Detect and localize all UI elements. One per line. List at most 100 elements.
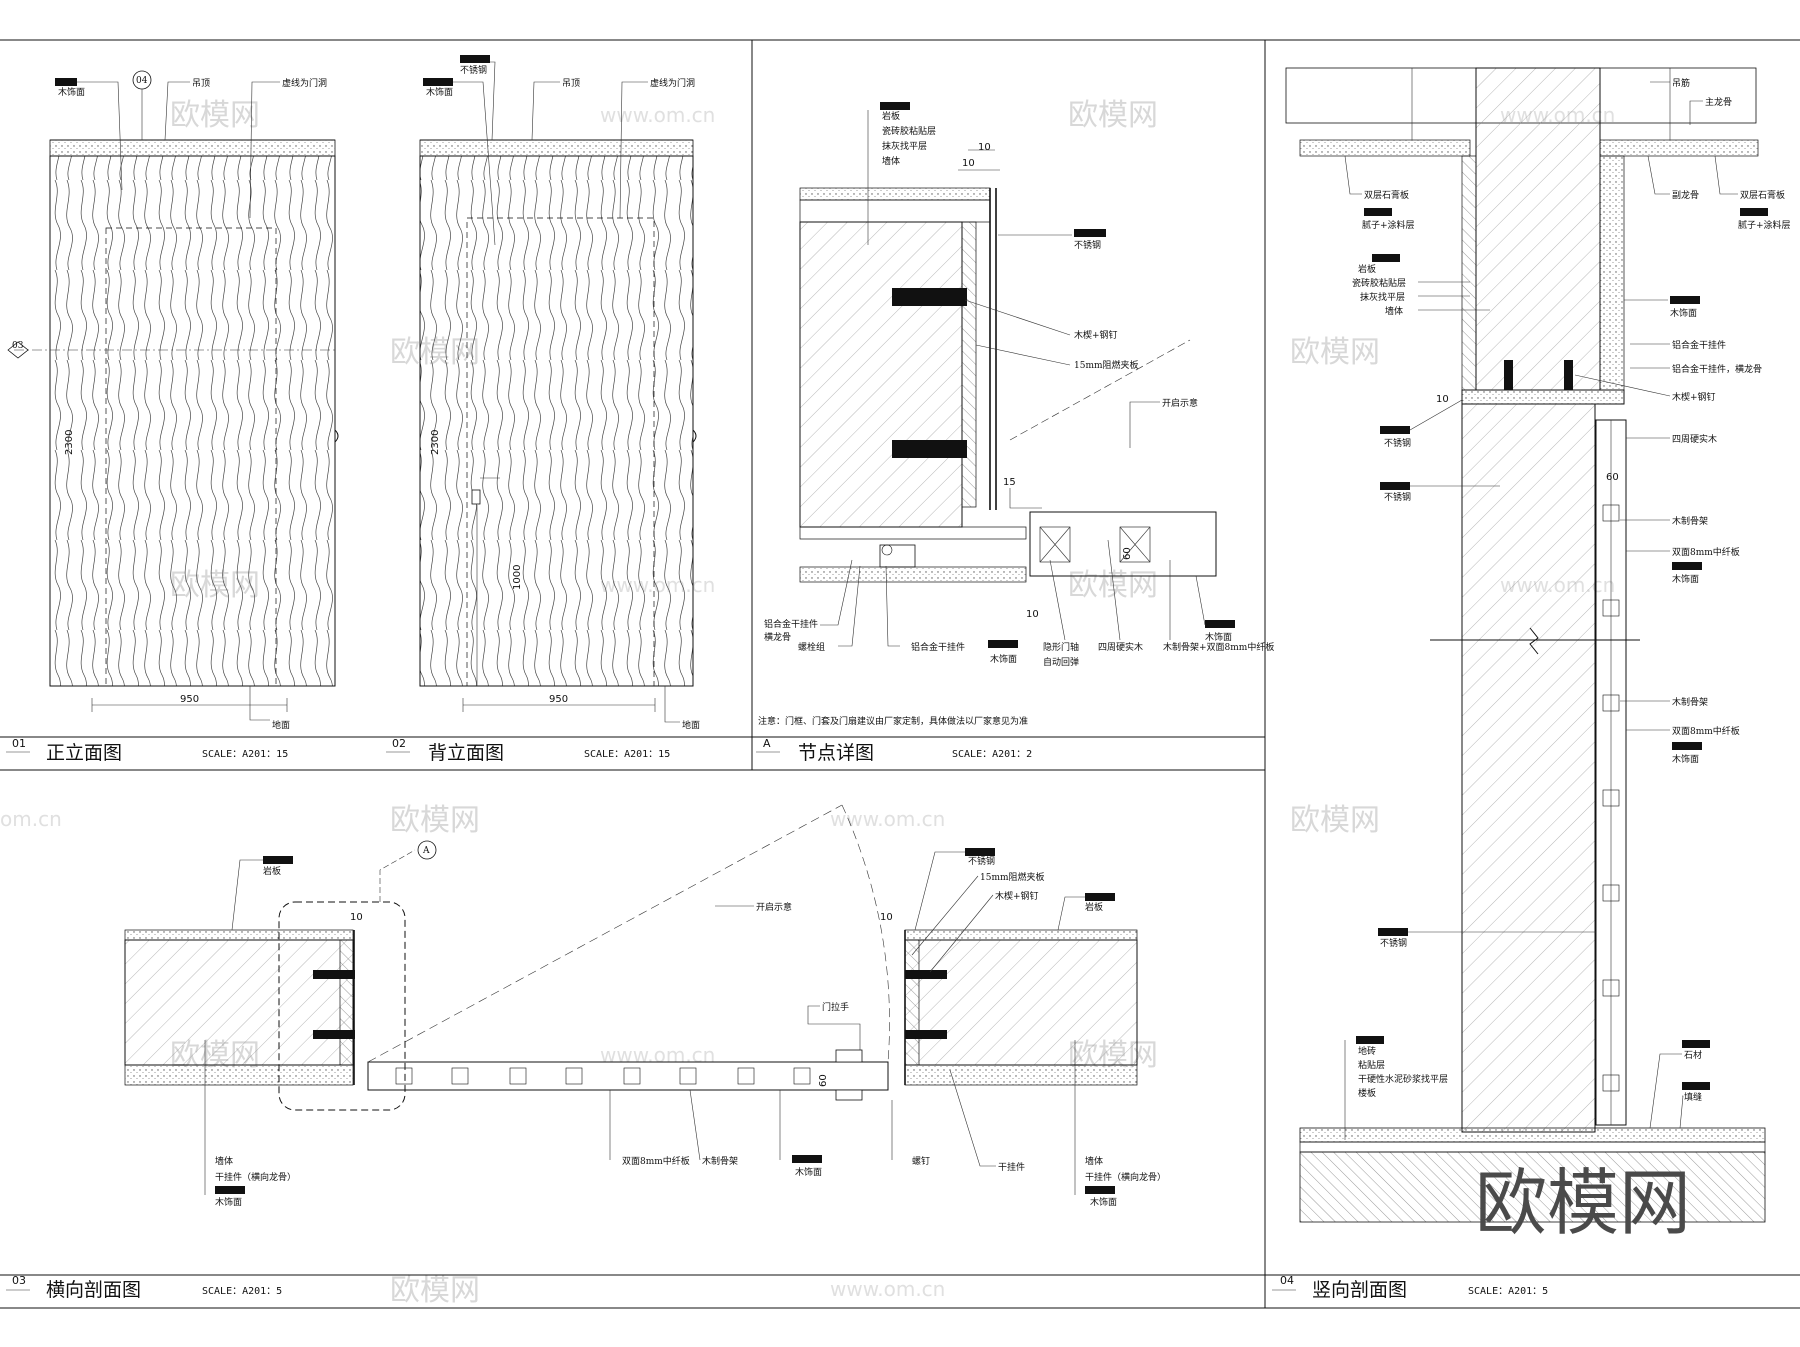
- svg-text:双层石膏板: 双层石膏板: [1740, 189, 1785, 201]
- svg-text:楼板: 楼板: [1358, 1087, 1376, 1099]
- label-wood-veneer: 木饰面: [426, 86, 453, 98]
- watermark-text: 欧模网: [1290, 335, 1380, 370]
- panel-title: 背立面图: [428, 742, 504, 764]
- label-ceiling: 吊顶: [562, 78, 580, 89]
- door-leaf: [367, 1061, 889, 1091]
- svg-text:双层石膏板: 双层石膏板: [1364, 189, 1409, 201]
- svg-text:横龙骨: 横龙骨: [764, 631, 791, 643]
- svg-text:瓷砖胶粘贴层: 瓷砖胶粘贴层: [882, 125, 936, 137]
- label-floor: 地面: [682, 719, 700, 731]
- label-stainless-steel: 不锈钢: [460, 64, 487, 76]
- svg-text:10: 10: [962, 158, 975, 169]
- svg-text:干挂件（横向龙骨）: 干挂件（横向龙骨）: [1085, 1171, 1166, 1183]
- svg-text:四周硬实木: 四周硬实木: [1672, 433, 1717, 445]
- svg-text:木楔+钢钉: 木楔+钢钉: [995, 890, 1039, 902]
- svg-text:副龙骨: 副龙骨: [1672, 189, 1699, 201]
- svg-text:墙体: 墙体: [882, 155, 900, 167]
- svg-text:木饰面: 木饰面: [1672, 573, 1699, 585]
- svg-text:岩板: 岩板: [1358, 263, 1376, 275]
- svg-text:岩板: 岩板: [1085, 901, 1103, 913]
- label-ceiling: 吊顶: [192, 78, 210, 89]
- svg-text:10: 10: [978, 142, 991, 153]
- watermark-url: www.om.cn: [600, 103, 715, 127]
- panel-node-detail: 10 10 15 10 60 岩板 瓷砖胶粘贴层 抹灰找平层 墙体 不锈钢 木楔…: [756, 102, 1274, 764]
- svg-text:墙体: 墙体: [1085, 1155, 1103, 1167]
- svg-text:铝合金干挂件: 铝合金干挂件: [911, 641, 965, 653]
- svg-text:瓷砖胶粘贴层: 瓷砖胶粘贴层: [1352, 277, 1406, 289]
- svg-text:木饰面: 木饰面: [990, 653, 1017, 665]
- svg-text:腻子+涂料层: 腻子+涂料层: [1738, 219, 1791, 231]
- svg-text:木制骨架: 木制骨架: [1672, 515, 1708, 527]
- svg-text:门拉手: 门拉手: [822, 1001, 849, 1013]
- wood-panel: [419, 155, 694, 687]
- svg-text:抹灰找平层: 抹灰找平层: [1360, 291, 1405, 303]
- dim-width: 950: [180, 694, 199, 705]
- ceiling-layer: [419, 139, 694, 157]
- panel-front-elevation: 950 2300 木饰面 吊顶 虚线为门洞 04 03 地面 01 正立面图 S…: [6, 70, 339, 764]
- svg-text:填缝: 填缝: [1684, 1091, 1702, 1103]
- svg-text:木制骨架+双面8mm中纤板: 木制骨架+双面8mm中纤板: [1163, 641, 1274, 653]
- svg-text:60: 60: [1606, 472, 1619, 483]
- floor-slab: [1299, 1151, 1766, 1223]
- label-dashed-opening: 虚线为门洞: [282, 77, 327, 89]
- panel-title: 横向剖面图: [46, 1279, 141, 1301]
- detail-note: 注意：门框、门套及门扇建议由厂家定制，具体做法以厂家意见为准: [758, 715, 1028, 727]
- wall-section: [799, 221, 963, 528]
- svg-text:铝合金干挂件，横龙骨: 铝合金干挂件，横龙骨: [1672, 363, 1762, 375]
- panel-title: 正立面图: [46, 742, 122, 764]
- svg-text:双面8mm中纤板: 双面8mm中纤板: [1672, 725, 1740, 737]
- svg-text:03: 03: [12, 341, 24, 351]
- panel-horizontal-section: A 10 10 60 岩板 开启示意 不锈钢 15mm阻燃夹板 木楔+钢钉 岩板…: [6, 804, 1166, 1301]
- svg-text:10: 10: [880, 912, 893, 923]
- svg-text:不锈钢: 不锈钢: [1384, 437, 1411, 449]
- svg-text:木制骨架: 木制骨架: [1672, 696, 1708, 708]
- svg-text:地砖: 地砖: [1358, 1045, 1376, 1057]
- svg-text:不锈钢: 不锈钢: [1074, 239, 1101, 251]
- detail-ref-region: [278, 901, 406, 1111]
- svg-text:15mm阻燃夹板: 15mm阻燃夹板: [980, 871, 1045, 883]
- svg-text:腻子+涂料层: 腻子+涂料层: [1362, 219, 1415, 231]
- sheet-frame: [0, 39, 1800, 1309]
- panel-scale: SCALE：A201：5: [202, 1286, 282, 1297]
- panel-number: 01: [12, 737, 26, 750]
- door-leaf: [1029, 511, 1217, 577]
- svg-text:木楔+钢钉: 木楔+钢钉: [1672, 391, 1716, 403]
- label-floor: 地面: [272, 719, 290, 731]
- svg-text:木饰面: 木饰面: [1672, 753, 1699, 765]
- wall-lower: [1461, 403, 1596, 1133]
- door-opening-outline: [105, 227, 277, 687]
- svg-text:岩板: 岩板: [882, 110, 900, 122]
- svg-text:60: 60: [1122, 547, 1133, 560]
- svg-text:木饰面: 木饰面: [215, 1196, 242, 1208]
- watermark-url: www.om.cn: [600, 1043, 715, 1067]
- wall-upper: [1475, 67, 1601, 391]
- watermark-text: 欧模网: [1068, 98, 1158, 133]
- svg-text:干硬性水泥砂浆找平层: 干硬性水泥砂浆找平层: [1358, 1073, 1448, 1085]
- wood-wedge: [892, 440, 967, 458]
- svg-text:墙体: 墙体: [215, 1155, 233, 1167]
- dim-width: 950: [549, 694, 568, 705]
- svg-text:不锈钢: 不锈钢: [1384, 491, 1411, 503]
- label-dashed-opening: 虚线为门洞: [650, 77, 695, 89]
- panel-scale: SCALE：A201：15: [202, 749, 288, 760]
- panel-title: 竖向剖面图: [1312, 1279, 1407, 1301]
- svg-text:双面8mm中纤板: 双面8mm中纤板: [1672, 546, 1740, 558]
- door-handle: [835, 1049, 863, 1063]
- svg-text:抹灰找平层: 抹灰找平层: [882, 140, 927, 152]
- svg-text:10: 10: [350, 912, 363, 923]
- panel-scale: SCALE：A201：2: [952, 749, 1032, 760]
- dim-handle-height: 1000: [512, 565, 523, 590]
- door-frame-cells: [395, 1067, 811, 1085]
- door-opening-outline: [466, 217, 655, 687]
- svg-text:螺钉: 螺钉: [912, 1156, 930, 1167]
- svg-text:15mm阻燃夹板: 15mm阻燃夹板: [1074, 359, 1139, 371]
- panel-back-elevation: 1000 950 2300 不锈钢 木饰面 吊顶 虚线为门洞 地面 02 背立面…: [386, 55, 700, 764]
- panel-number: 04: [1280, 1274, 1294, 1287]
- svg-text:四周硬实木: 四周硬实木: [1098, 641, 1143, 653]
- watermark-text: 欧模网: [1068, 568, 1158, 603]
- svg-text:主龙骨: 主龙骨: [1705, 96, 1732, 108]
- detail-ref-A: [417, 840, 437, 860]
- svg-text:石材: 石材: [1684, 1049, 1702, 1061]
- watermark-text: 欧模网: [390, 1273, 480, 1308]
